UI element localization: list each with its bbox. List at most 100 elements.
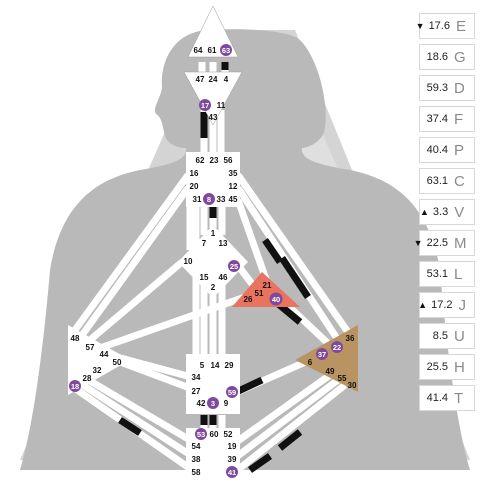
- gate-25: 25: [230, 262, 238, 271]
- gate-12: 12: [229, 182, 238, 191]
- gate-9: 9: [224, 399, 229, 408]
- gate-48: 48: [71, 334, 80, 343]
- arrow-up-icon: ▲: [420, 207, 429, 217]
- gate-37-activation: [316, 348, 328, 360]
- arrow-down-icon: ▼: [415, 21, 425, 31]
- center-ajna: [183, 71, 243, 126]
- planet-row-d[interactable]: 59.3 D: [419, 75, 475, 101]
- planet-row-e[interactable]: ▼ 17.6 E: [415, 13, 475, 39]
- channel-32-54: [78, 371, 197, 447]
- gate-58: 58: [192, 468, 201, 477]
- gate-17-activation: [199, 99, 211, 111]
- planet-gate-value: 25.5: [426, 361, 448, 373]
- gate-7: 7: [202, 239, 207, 248]
- planet-gate-value: 18.6: [426, 51, 448, 63]
- planet-letter: U: [454, 327, 465, 345]
- gate-40-activation: [269, 292, 283, 306]
- gate-8-activation: [203, 193, 215, 205]
- gate-29: 29: [225, 361, 234, 370]
- gate-36: 36: [346, 334, 355, 343]
- planet-row-j[interactable]: ▲ 17.2 J: [418, 292, 475, 318]
- arrow-down-icon: ▼: [413, 238, 423, 248]
- planet-row-g[interactable]: 18.6 G: [419, 44, 475, 70]
- arrow-up-icon: ▲: [418, 300, 428, 310]
- gate-63: 63: [222, 46, 230, 55]
- planet-row-t[interactable]: 41.4 T: [419, 385, 475, 411]
- gate-54: 54: [192, 442, 201, 451]
- gate-37: 37: [318, 350, 326, 359]
- gate-55: 55: [338, 374, 347, 383]
- gate-40: 40: [272, 295, 280, 304]
- planet-gate-value: 17.6: [428, 20, 450, 32]
- planet-row-p[interactable]: 40.4 P: [419, 137, 475, 163]
- planet-row-l[interactable]: 53.1 L: [419, 261, 475, 287]
- channel-50-27: [113, 356, 197, 394]
- gate-47: 47: [196, 75, 205, 84]
- gate-39: 39: [228, 455, 237, 464]
- gate-24: 24: [209, 75, 218, 84]
- planet-letter: D: [454, 79, 465, 97]
- planet-letter: H: [454, 358, 465, 376]
- planet-gate-value: 63.1: [426, 175, 448, 187]
- gate-57: 57: [86, 343, 95, 352]
- gate-33: 33: [217, 195, 226, 204]
- channel-45-21: [234, 198, 272, 287]
- gate-41: 41: [228, 468, 236, 477]
- planet-row-h[interactable]: 25.5 H: [419, 354, 475, 380]
- gate-49: 49: [326, 367, 335, 376]
- gate-38: 38: [192, 455, 201, 464]
- gate-5: 5: [200, 361, 205, 370]
- gate-42: 42: [197, 399, 206, 408]
- gate-18: 18: [71, 382, 79, 391]
- channel-44-26: [98, 293, 247, 352]
- planet-gate-value: 53.1: [426, 268, 448, 280]
- gate-32: 32: [93, 366, 102, 375]
- channel-49-19: [232, 372, 333, 446]
- gate-43: 43: [209, 113, 218, 122]
- planet-row-v[interactable]: ▲ 3.3 V: [419, 199, 475, 225]
- gate-2: 2: [211, 283, 216, 292]
- center-solar-plexus: [295, 325, 358, 392]
- planet-row-c[interactable]: 63.1 C: [419, 168, 475, 194]
- gate-53: 53: [197, 430, 205, 439]
- gate-44: 44: [100, 350, 109, 359]
- planet-row-m[interactable]: ▼ 22.5 M: [414, 230, 475, 256]
- planet-gate-value: 3.3: [432, 206, 449, 218]
- gate-10: 10: [184, 257, 193, 266]
- gate-3-activation: [207, 397, 219, 409]
- gate-17: 17: [201, 101, 209, 110]
- gate-16: 16: [190, 169, 199, 178]
- planet-letter: T: [454, 389, 464, 407]
- body-silhouette: [20, 29, 470, 470]
- planet-gate-value: 8.5: [432, 330, 448, 342]
- gate-1: 1: [211, 229, 216, 238]
- gate-64: 64: [194, 46, 203, 55]
- planet-gate-value: 59.3: [426, 82, 448, 94]
- gate-62: 62: [196, 156, 205, 165]
- planet-letter: L: [454, 265, 463, 283]
- channel-30-41: [232, 382, 348, 475]
- gate-19: 19: [228, 442, 237, 451]
- planet-row-u[interactable]: 8.5 U: [419, 323, 475, 349]
- gate-27: 27: [192, 387, 201, 396]
- planet-gate-value: 37.4: [426, 113, 448, 125]
- gate-25-activation: [228, 260, 240, 272]
- planet-letter: F: [454, 110, 464, 128]
- center-spleen: [68, 325, 130, 395]
- planet-gate-value: 41.4: [426, 392, 448, 404]
- gate-22: 22: [333, 343, 341, 352]
- center-heart: [232, 272, 300, 307]
- planet-letter: C: [454, 172, 465, 190]
- gate-21: 21: [263, 281, 272, 290]
- gate-18-activation: [69, 380, 81, 392]
- gate-11: 11: [217, 101, 226, 110]
- planet-row-f[interactable]: 37.4 F: [419, 106, 475, 132]
- gate-8: 8: [207, 195, 211, 204]
- gate-56: 56: [224, 156, 233, 165]
- gate-3: 3: [211, 399, 215, 408]
- channel-40-37: [279, 297, 338, 353]
- planet-letter: P: [454, 141, 465, 159]
- planet-letter: E: [455, 17, 466, 35]
- planet-letter: M: [454, 234, 467, 252]
